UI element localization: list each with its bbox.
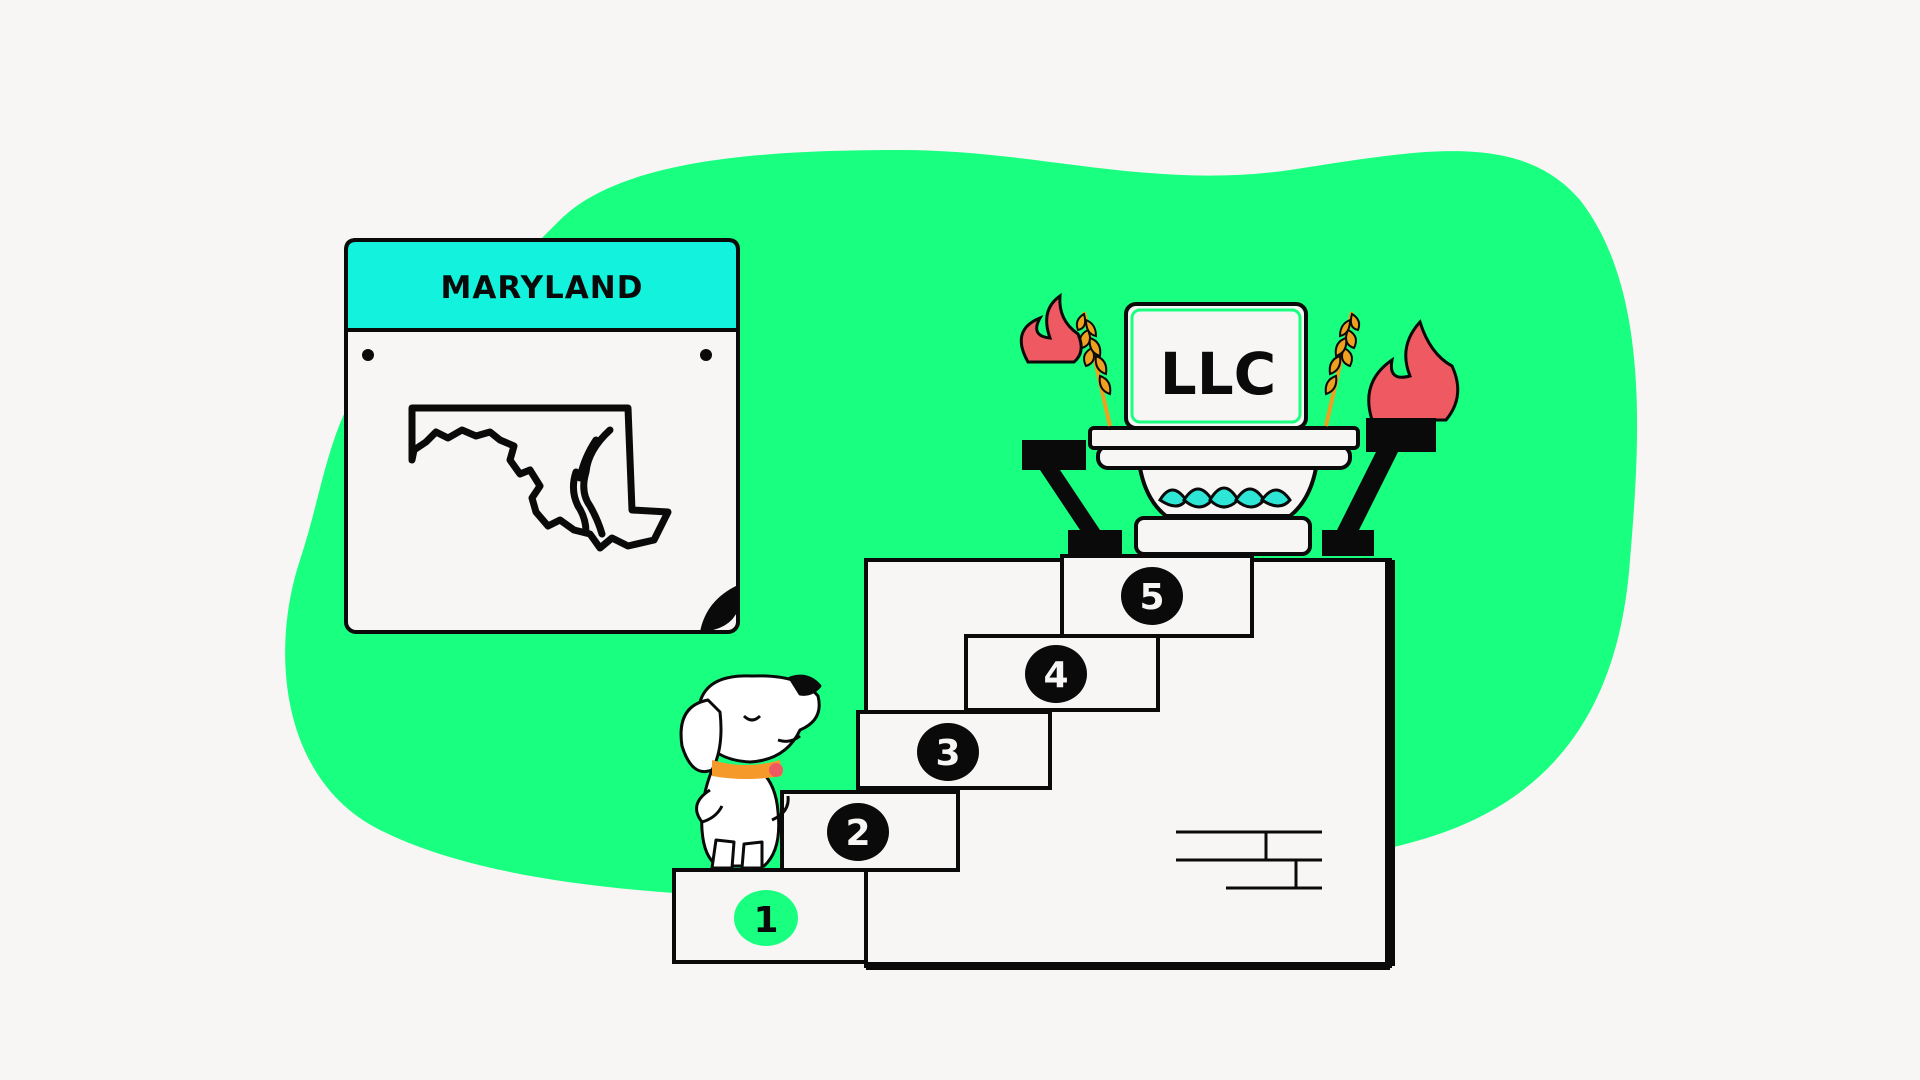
step-badge-1: 1 xyxy=(734,890,798,946)
maryland-calendar: MARYLAND xyxy=(344,238,740,634)
brick-lines xyxy=(1176,830,1322,890)
step-badge-3: 3 xyxy=(917,723,979,781)
page-curl xyxy=(700,585,738,632)
calendar-title: MARYLAND xyxy=(441,270,644,306)
calendar-pin-right xyxy=(700,349,712,361)
pedestal-base xyxy=(1134,516,1312,556)
torch-icon-right xyxy=(1322,319,1460,556)
llc-sign: LLC xyxy=(1124,302,1308,430)
torch-icon-left xyxy=(1019,292,1122,556)
step-label-2: 2 xyxy=(845,813,870,854)
calendar-pin-left xyxy=(362,349,374,361)
step-badges: 1 2 3 4 5 xyxy=(734,567,1183,946)
dog-mascot-icon xyxy=(679,674,822,870)
step-badge-4: 4 xyxy=(1025,645,1087,703)
step-label-3: 3 xyxy=(935,733,960,774)
step-badge-5: 5 xyxy=(1121,567,1183,625)
dog-collar xyxy=(712,760,782,779)
maryland-state-outline-icon xyxy=(408,404,672,552)
llc-label: LLC xyxy=(1160,340,1276,408)
step-label-4: 4 xyxy=(1043,655,1068,696)
pedestal xyxy=(1088,426,1360,556)
lotus-icon xyxy=(1157,486,1292,509)
step-label-5: 5 xyxy=(1139,577,1164,618)
step-badge-2: 2 xyxy=(827,803,889,861)
step-label-1: 1 xyxy=(753,900,778,941)
